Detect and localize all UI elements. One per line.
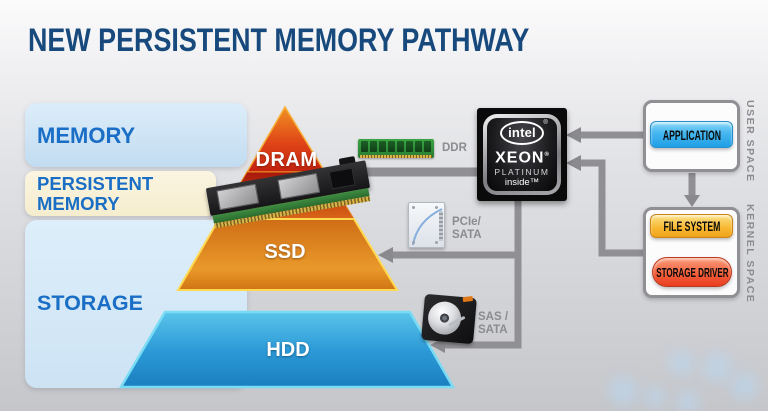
kernel-space-label: KERNEL SPACE xyxy=(744,204,756,304)
cpu-to-hdd-line xyxy=(444,196,522,349)
intel-inside-mark: inside™ xyxy=(504,177,540,189)
kernel-to-cpu-line xyxy=(580,159,644,257)
xeon-tier: PLATINUM xyxy=(494,167,550,178)
bokeh-circle xyxy=(668,350,694,376)
user-space-label: USER SPACE xyxy=(744,100,756,183)
ssd-connector xyxy=(439,211,443,241)
sas-sata-label: SAS / SATA xyxy=(478,311,509,336)
hdd-drive-image xyxy=(421,292,477,346)
bokeh-circle xyxy=(730,372,758,400)
pcie-sata-label: PCIe/ SATA xyxy=(452,216,482,241)
arrowhead-ssd xyxy=(378,247,393,263)
memory-band: MEMORY xyxy=(25,103,247,167)
nvdimm-chip xyxy=(328,167,356,190)
ssd-screw xyxy=(435,241,438,244)
persistent-memory-band: PERSISTENT MEMORY xyxy=(25,171,216,216)
ssd-screw xyxy=(412,206,415,209)
page-title: NEW PERSISTENT MEMORY PATHWAY xyxy=(28,22,530,58)
bokeh-circle xyxy=(702,352,732,382)
bokeh-circle xyxy=(676,390,700,411)
memory-band-label: MEMORY xyxy=(37,123,136,148)
ddr-dimm-image xyxy=(358,139,434,158)
persistent-memory-band-label: PERSISTENT MEMORY xyxy=(37,173,154,214)
ssd-drive-image xyxy=(408,202,445,248)
intel-logo: intel ® xyxy=(500,120,548,145)
xeon-cpu-image: intel ® XEON® PLATINUM inside™ xyxy=(477,108,567,201)
hdd-label: HDD xyxy=(266,339,310,361)
ssd-screw xyxy=(435,206,438,209)
nvdimm-heatspreader xyxy=(216,183,260,211)
ddr-dimm-pins xyxy=(360,155,432,158)
bokeh-circle xyxy=(644,386,666,408)
application-box: APPLICATION xyxy=(650,121,733,148)
hdd-tier-shape xyxy=(118,310,456,389)
ssd-tier-shape xyxy=(176,218,399,291)
arrowhead-kernel xyxy=(684,195,700,207)
storage-driver-box: STORAGE DRIVER xyxy=(652,257,732,287)
dram-label: DRAM xyxy=(255,149,318,171)
ddr-dimm-chips xyxy=(361,141,431,152)
storage-band-label: STORAGE xyxy=(37,291,143,315)
xeon-face: intel ® XEON® PLATINUM inside™ xyxy=(487,118,557,191)
nvdimm-heatspreader xyxy=(277,172,321,200)
file-system-box: FILE SYSTEM xyxy=(650,214,733,238)
xeon-frame: intel ® XEON® PLATINUM inside™ xyxy=(483,114,561,195)
ssd-label: SSD xyxy=(264,241,306,263)
arrowhead-cpu-lower xyxy=(566,155,581,171)
ddr-bus-label: DDR xyxy=(442,142,467,154)
bokeh-circle xyxy=(608,376,638,406)
ssd-screw xyxy=(412,241,415,244)
xeon-name: XEON® xyxy=(495,149,549,167)
arrowhead-cpu-upper xyxy=(566,127,581,143)
